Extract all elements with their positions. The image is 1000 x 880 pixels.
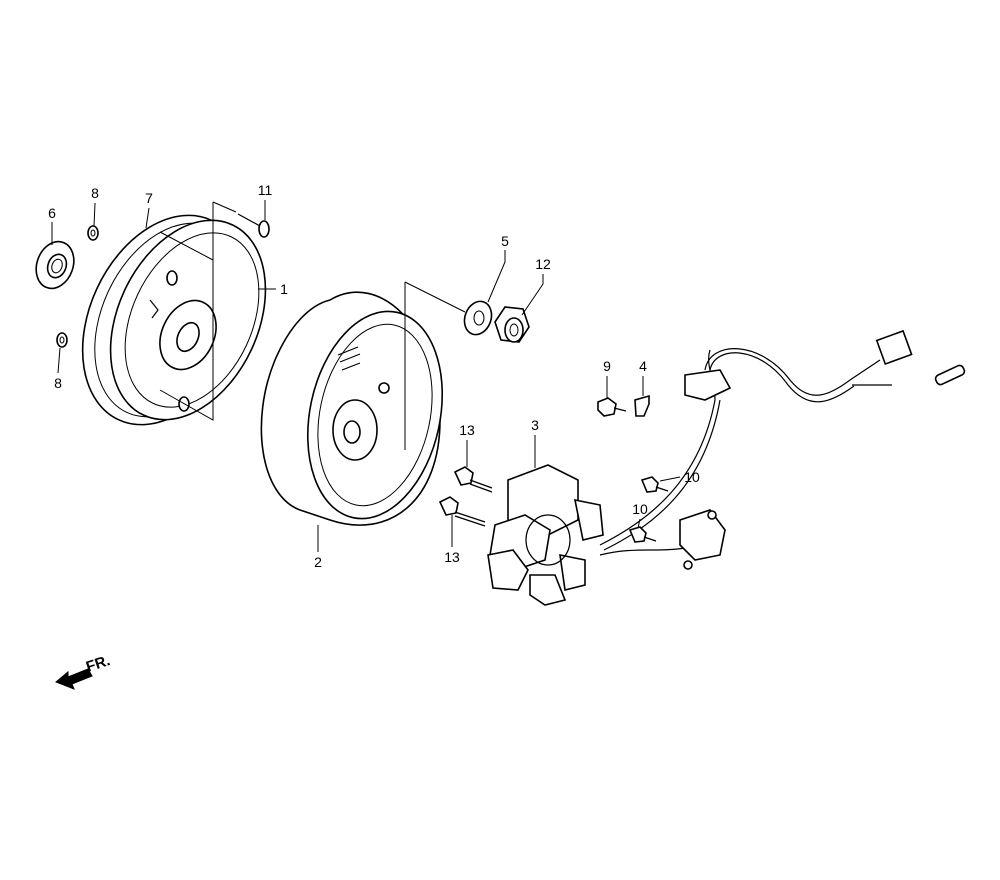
callout-2: 2 [314,554,322,570]
callout-8-lower: 8 [54,375,62,391]
flange-nut-part[interactable] [494,306,530,343]
callout-8-upper: 8 [91,185,99,201]
bolt-part-13-lower[interactable] [438,496,486,527]
oil-seal-part[interactable] [30,236,80,293]
front-label: FR. [84,652,112,676]
flywheel-part[interactable] [260,291,460,531]
stator-part[interactable] [487,464,604,606]
callout-10-lower: 10 [632,501,648,517]
front-direction-indicator: FR. [55,652,112,690]
bolt-part-9[interactable] [597,397,627,417]
clamp-part-4[interactable] [634,394,650,417]
callout-12: 12 [535,256,551,272]
callout-9: 9 [603,358,611,374]
callout-7: 7 [145,190,153,206]
screw-part[interactable] [237,213,270,238]
wire-harness[interactable] [599,329,966,570]
front-arrow-icon [55,668,93,690]
bolt-part-10-lower[interactable] [628,526,657,543]
callout-10-upper: 10 [684,469,700,485]
callout-3: 3 [531,417,539,433]
callout-11: 11 [258,182,273,198]
callout-13-lower: 13 [444,549,460,565]
callout-6: 6 [48,205,56,221]
bolt-part-13-upper[interactable] [453,466,493,493]
callout-1: 1 [280,281,288,297]
washer-part-upper[interactable] [87,225,99,241]
washer-part[interactable] [460,298,496,339]
callout-5: 5 [501,233,509,249]
bolt-part-10-upper[interactable] [640,476,669,493]
callout-13-upper: 13 [459,422,475,438]
washer-part-lower[interactable] [56,332,68,348]
leader-lines [51,200,681,552]
callout-4: 4 [639,358,647,374]
generator-cover-part[interactable] [51,189,296,452]
